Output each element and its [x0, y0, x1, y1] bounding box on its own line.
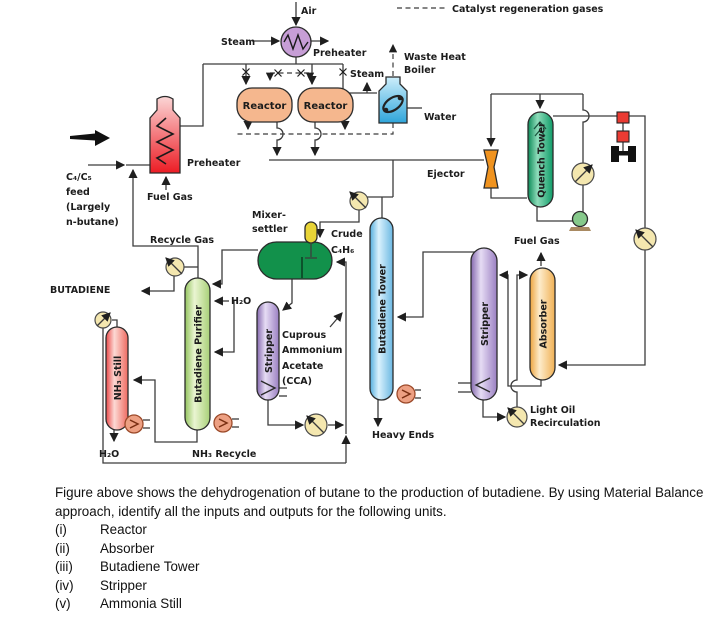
nh3-recycle-label: NH₃ Recycle	[192, 449, 256, 460]
still-reboiler-icon	[124, 414, 144, 434]
quench-pump	[569, 210, 591, 231]
valve-icon	[242, 68, 250, 76]
catalyst-regeneration-lines	[237, 7, 447, 135]
question-item: (ii) Absorber	[55, 540, 710, 559]
feed-label-1: C₄/C₅	[66, 172, 92, 183]
butadiene-tower: Butadiene Tower	[369, 217, 394, 401]
question-item: (iii) Butadiene Tower	[55, 558, 710, 577]
heavy-ends-label: Heavy Ends	[372, 430, 435, 441]
absorber-label: Absorber	[539, 299, 550, 348]
h2o-purifier-label: H₂O	[231, 296, 251, 307]
whb-label-2: Boiler	[404, 65, 436, 76]
item-label: Ammonia Still	[100, 596, 182, 611]
waste-heat-boiler	[378, 76, 408, 124]
ejector	[483, 149, 499, 189]
preheater-top-label: Preheater	[313, 48, 367, 59]
question-item: (i) Reactor	[55, 521, 710, 540]
cca-label-2: Ammonium	[282, 345, 342, 356]
mixer-label-2: settler	[252, 224, 288, 235]
nh3-still-label: NH₃ Still	[113, 356, 124, 401]
light-oil-pump-icon	[506, 406, 528, 428]
question-block: Figure above shows the dehydrogenation o…	[55, 484, 710, 614]
crude-label-1: Crude	[331, 229, 363, 240]
feed-label-4: n-butane)	[66, 217, 119, 228]
recycle-gas-label: Recycle Gas	[150, 235, 214, 246]
question-intro: Figure above shows the dehydrogenation o…	[55, 485, 704, 519]
absorber-feed-cooler-icon	[633, 227, 657, 251]
question-item: (iv) Stripper	[55, 577, 710, 596]
tower-reboiler-icon	[396, 384, 416, 404]
air-label: Air	[301, 6, 317, 17]
nh3-still: NH₃ Still	[105, 326, 129, 431]
cca-label-1: Cuprous	[282, 330, 327, 341]
valve-icon	[297, 69, 305, 77]
item-numeral: (i)	[55, 522, 67, 537]
cca-label-3: Acetate	[282, 361, 323, 372]
diagram-labels: Catalyst regeneration gases Air Steam Pr…	[50, 4, 604, 460]
valve-icon	[274, 69, 282, 77]
cca-label-4: (CCA)	[282, 376, 312, 387]
h2o-still-label: H₂O	[99, 449, 119, 460]
item-numeral: (iii)	[55, 559, 73, 574]
item-label: Stripper	[100, 577, 147, 593]
reactor-right-label: Reactor	[304, 101, 348, 112]
feed-preheater-furnace	[149, 95, 181, 174]
tank-truck-icon	[611, 111, 636, 162]
reactor-left-label: Reactor	[243, 101, 287, 112]
valve-icon	[339, 68, 347, 76]
recycle-compressor-icon	[165, 257, 185, 277]
reactor-right: Reactor	[297, 87, 354, 123]
stripper-small: Stripper	[256, 301, 280, 401]
stripper-small-label: Stripper	[264, 329, 275, 373]
agitator-motor-icon	[304, 221, 318, 244]
stripper-tall: Stripper	[470, 247, 498, 401]
feed-label-2: feed	[66, 187, 90, 198]
reboiler-icons	[124, 384, 416, 434]
item-numeral: (v)	[55, 596, 71, 611]
steam-top-label: Steam	[221, 37, 255, 48]
whb-steam-label: Steam	[350, 69, 384, 80]
light-oil-label-1: Light Oil	[530, 405, 575, 416]
item-numeral: (ii)	[55, 540, 70, 556]
mixer-settler	[257, 221, 333, 280]
absorber: Absorber	[529, 267, 556, 381]
quench-tower: Quench Tower	[527, 111, 554, 208]
still-overhead-pump-icon	[94, 311, 112, 329]
purifier-reboiler-icon	[213, 413, 233, 433]
feed-label-3: (Largely	[66, 202, 111, 213]
quench-cooler-icon	[571, 162, 595, 186]
caa-cooler-icon	[304, 413, 328, 437]
ejector-label: Ejector	[427, 169, 465, 180]
butadiene-purifier: Butadiene Purifier	[184, 277, 211, 431]
process-lines	[88, 2, 646, 464]
item-label: Absorber	[100, 540, 155, 556]
quench-tower-label: Quench Tower	[537, 122, 548, 198]
light-oil-label-2: Recirculation	[530, 418, 601, 429]
item-label: Butadiene Tower	[100, 559, 200, 574]
legend-label: Catalyst regeneration gases	[452, 4, 604, 15]
valve-icons	[242, 68, 347, 77]
whb-label-1: Waste Heat	[404, 52, 466, 63]
item-numeral: (iv)	[55, 577, 74, 593]
furnace-label: Preheater	[187, 158, 241, 169]
water-label: Water	[424, 112, 457, 123]
fuel-gas-right-label: Fuel Gas	[514, 236, 560, 247]
fuel-gas-left-label: Fuel Gas	[147, 192, 193, 203]
butadiene-tower-label: Butadiene Tower	[378, 264, 389, 354]
butadiene-purifier-label: Butadiene Purifier	[194, 305, 205, 403]
butadiene-product-label: BUTADIENE	[50, 285, 110, 296]
question-item: (v) Ammonia Still	[55, 595, 710, 614]
feed-block-arrow-icon	[70, 130, 110, 146]
reactor-left: Reactor	[236, 87, 293, 123]
mixer-label-1: Mixer-	[252, 210, 286, 221]
crude-label-2: C₄H₆	[331, 245, 354, 256]
tower-condenser-icon	[349, 191, 369, 211]
process-flow-diagram: Reactor Reactor Quench Tower Buta	[50, 2, 657, 464]
exchanger-icons	[94, 162, 657, 437]
item-label: Reactor	[100, 522, 147, 537]
air-steam-preheater	[280, 26, 312, 58]
stripper-tall-label: Stripper	[480, 302, 491, 346]
